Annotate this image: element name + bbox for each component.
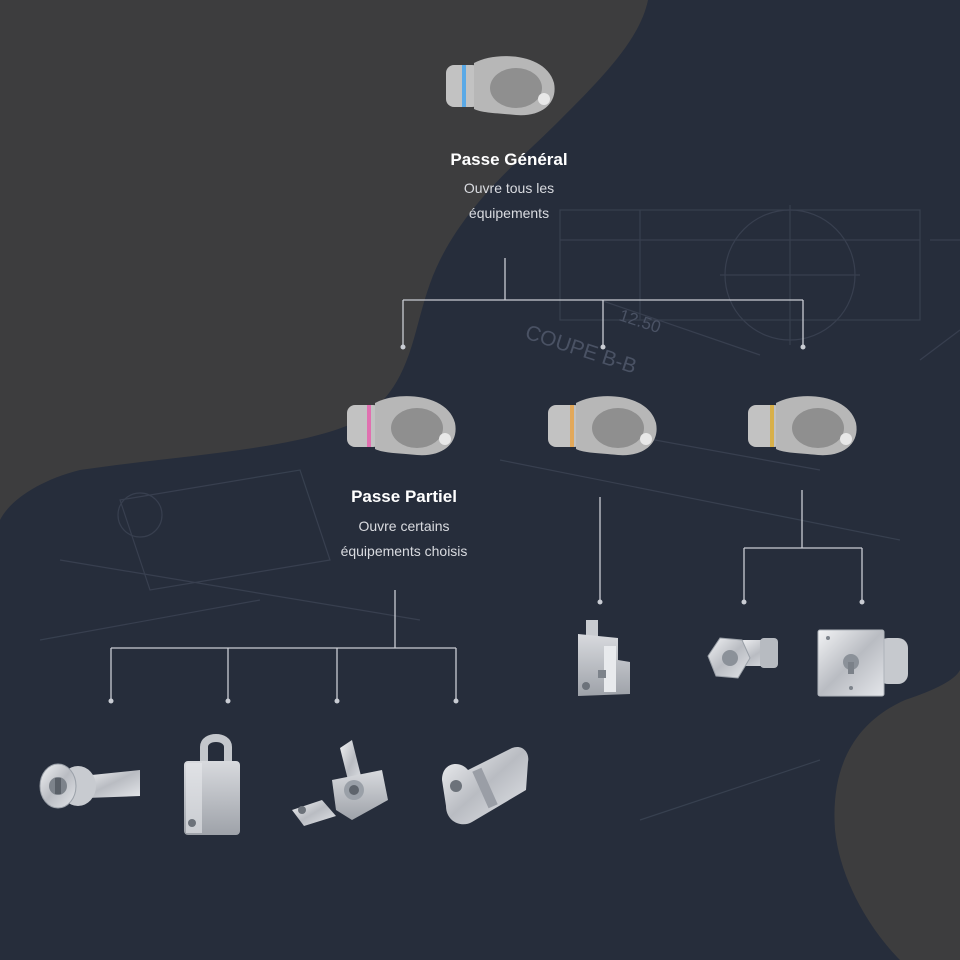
master-key-icon <box>446 56 555 116</box>
latch-icon <box>292 740 388 826</box>
master-key-description-line1: Ouvre tous les <box>463 180 555 196</box>
connector-dots <box>108 344 865 704</box>
padlock-icon <box>184 734 240 835</box>
partial-key-description-line2: équipements choisis <box>340 543 468 559</box>
partial-key-title: Passe Partiel <box>351 487 457 506</box>
connector-lines <box>110 258 863 701</box>
push-lock-icon <box>707 637 778 679</box>
master-key-description-line2: équipements <box>468 205 550 221</box>
key-2-icon <box>548 396 657 456</box>
clamp-lock-icon <box>578 620 630 696</box>
partial-key-icon <box>347 396 456 456</box>
master-key-title: Passe Général <box>450 150 568 169</box>
cam-lock-icon <box>39 763 140 809</box>
key-3-icon <box>748 396 857 456</box>
square-cylinder-lock-icon <box>817 629 908 697</box>
blueprint-drawing <box>39 205 960 821</box>
cylinder-lock-icon <box>442 746 529 825</box>
partial-key-description-line1: Ouvre certains <box>358 518 450 534</box>
